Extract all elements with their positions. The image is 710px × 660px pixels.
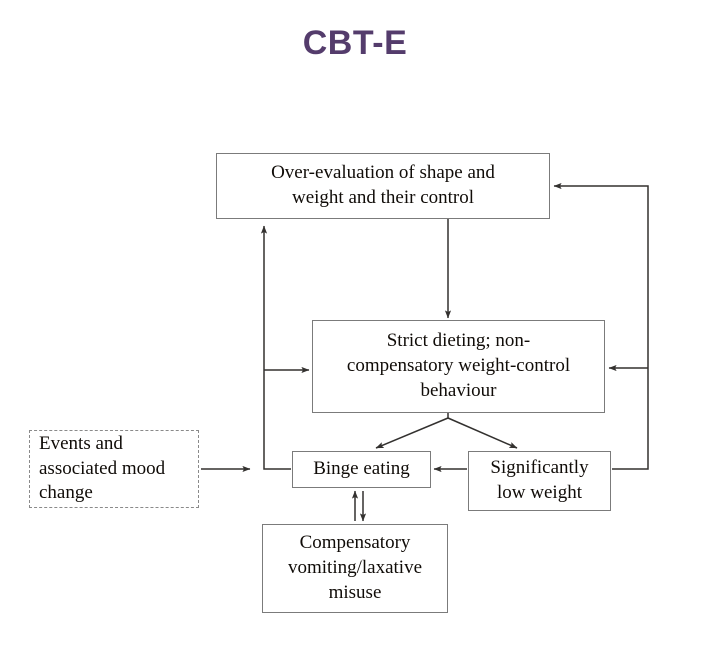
node-significantly-low-weight[interactable]: Significantly low weight xyxy=(468,451,611,511)
node-over-evaluation[interactable]: Over-evaluation of shape and weight and … xyxy=(216,153,550,219)
node-events-and-mood-label: Events and associated mood change xyxy=(39,432,166,504)
edge-dieting-to-binge xyxy=(375,417,449,449)
node-significantly-low-weight-label: Significantly low weight xyxy=(490,457,589,503)
node-compensatory-vomiting-label: Compensatory vomiting/laxative misuse xyxy=(287,532,423,603)
node-compensatory-vomiting[interactable]: Compensatory vomiting/laxative misuse xyxy=(262,524,448,613)
node-binge-eating[interactable]: Binge eating xyxy=(292,451,431,488)
node-strict-dieting-label: Strict dieting; non- compensatory weight… xyxy=(346,330,571,401)
page-title: CBT-E xyxy=(302,24,408,62)
edge-dieting-to-lowweight xyxy=(447,417,518,449)
node-events-and-mood[interactable]: Events and associated mood change xyxy=(29,430,199,508)
node-binge-eating-label: Binge eating xyxy=(313,458,410,480)
edge-binge-to-overevaluation xyxy=(260,225,291,470)
node-over-evaluation-label: Over-evaluation of shape and weight and … xyxy=(271,162,495,208)
node-strict-dieting[interactable]: Strict dieting; non- compensatory weight… xyxy=(312,320,605,413)
